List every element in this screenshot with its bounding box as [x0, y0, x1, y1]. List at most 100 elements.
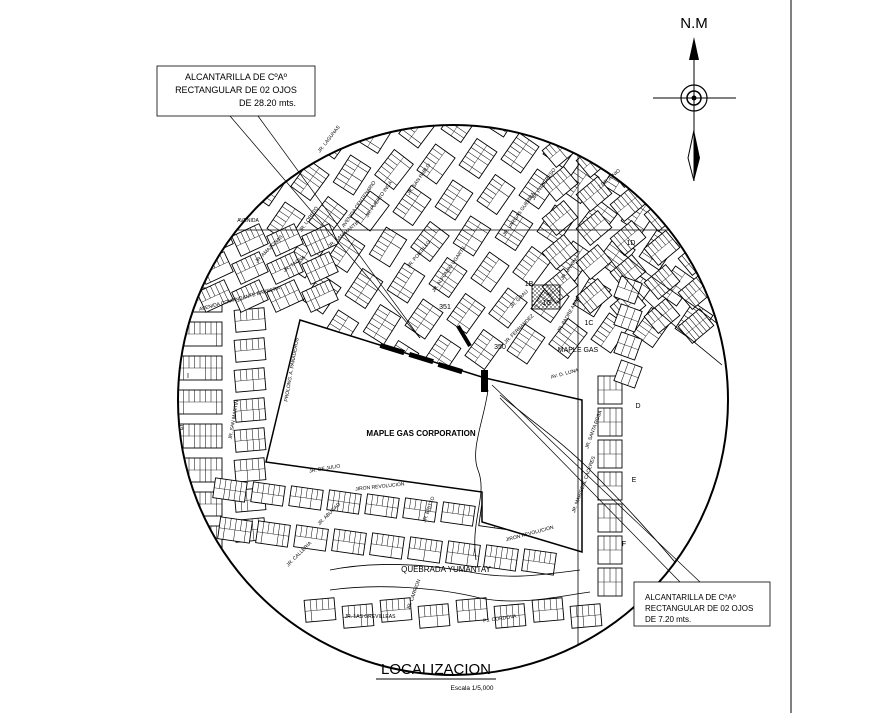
gas-station-plot — [531, 284, 561, 310]
city-block — [196, 223, 234, 257]
city-block — [597, 407, 623, 437]
city-block — [643, 297, 681, 335]
city-block — [440, 501, 476, 527]
city-block — [521, 548, 557, 576]
city-block — [233, 457, 267, 483]
city-block — [613, 275, 643, 305]
north-label: N.M — [680, 15, 708, 32]
city-block — [613, 359, 643, 389]
city-block — [407, 536, 443, 564]
city-block — [566, 125, 606, 127]
city-block — [597, 535, 623, 565]
city-block — [301, 279, 339, 313]
city-block — [266, 279, 304, 313]
city-block — [255, 520, 291, 548]
footer: LOCALIZACION Escala 1/5,000 — [376, 661, 496, 692]
city-block — [575, 243, 613, 281]
sector-label: 351 — [439, 304, 451, 311]
city-block — [488, 287, 528, 329]
city-block — [428, 256, 468, 299]
city-block — [362, 303, 402, 346]
city-block — [452, 215, 492, 257]
city-block — [440, 125, 480, 144]
sector-label: 1B — [525, 281, 534, 288]
city-block — [597, 471, 623, 501]
city-block — [364, 493, 400, 519]
city-block — [470, 251, 510, 293]
callout-culvert-top: ALCANTARILLA DE CºAº RECTANGULAR DE 02 O… — [156, 65, 421, 339]
city-block — [434, 179, 474, 221]
scale-label: Escala 1/5,000 — [450, 685, 493, 692]
drawing-title: LOCALIZACION — [381, 661, 491, 678]
city-block — [445, 540, 481, 568]
city-block — [541, 165, 579, 203]
city-block — [500, 132, 540, 174]
city-block — [494, 209, 534, 252]
city-block — [196, 251, 234, 285]
city-block — [331, 528, 367, 556]
city-block — [541, 131, 579, 169]
street-label: JIRON REVOLUCION — [355, 481, 405, 492]
sector-label: 1G — [542, 300, 551, 307]
callout-bottom-line-2: RECTANGULAR DE 02 OJOS — [645, 604, 753, 613]
main-site-plot — [265, 319, 583, 554]
city-block — [575, 175, 613, 213]
city-block — [217, 516, 253, 544]
city-block — [575, 277, 613, 315]
city-block — [458, 137, 498, 180]
city-block — [643, 161, 681, 199]
creek-line — [499, 394, 691, 581]
sector-label: 1C — [585, 320, 594, 327]
city-block — [569, 603, 603, 629]
city-block — [368, 226, 408, 268]
city-block — [584, 125, 624, 163]
city-block — [332, 154, 372, 196]
city-block — [493, 603, 527, 629]
city-block — [233, 427, 267, 453]
city-block — [231, 279, 269, 313]
callout-bottom-line-1: ALCANTARILLA DE CºAº — [645, 593, 736, 602]
small-site-label: MAPLE GAS — [558, 347, 599, 354]
main-site-label: MAPLE GAS CORPORATION — [366, 429, 475, 438]
city-block — [643, 263, 681, 301]
callout-culvert-bottom: ALCANTARILLA DE CºAº RECTANGULAR DE 02 O… — [491, 384, 771, 627]
city-block — [677, 171, 715, 209]
sector-label: I — [187, 373, 189, 380]
city-block — [677, 205, 715, 243]
city-block — [301, 251, 339, 285]
city-block — [506, 323, 546, 365]
city-block — [512, 245, 552, 288]
sector-label: E — [632, 477, 637, 484]
city-block — [303, 597, 337, 623]
city-block — [288, 485, 324, 511]
city-block — [464, 328, 504, 371]
callout-top-line-1: ALCANTARILLA DE CºAº — [185, 72, 288, 82]
city-block — [293, 524, 329, 552]
city-block — [597, 503, 623, 533]
city-block — [369, 532, 405, 560]
city-block — [379, 597, 413, 623]
sector-label: 1D — [627, 240, 636, 247]
city-block — [541, 199, 579, 237]
city-block — [231, 251, 269, 285]
city-block — [417, 603, 451, 629]
city-block — [196, 279, 234, 313]
city-block — [416, 143, 456, 185]
city-block — [230, 129, 270, 171]
north-arrow: N.M — [653, 15, 736, 182]
city-block — [613, 303, 643, 333]
city-block — [350, 190, 390, 232]
city-block — [250, 481, 286, 507]
stream-label: QUEBRADA YUMANTAY — [401, 565, 491, 574]
sector-label: 350 — [494, 344, 506, 351]
city-block — [531, 597, 565, 623]
city-block — [404, 298, 444, 340]
street-label: AVENIDA — [237, 218, 259, 224]
city-block — [613, 331, 643, 361]
city-block — [483, 544, 519, 572]
city-block — [402, 497, 438, 523]
city-block — [386, 262, 426, 304]
city-block — [392, 184, 432, 227]
city-block — [541, 233, 579, 271]
sector-label: D — [635, 403, 640, 410]
